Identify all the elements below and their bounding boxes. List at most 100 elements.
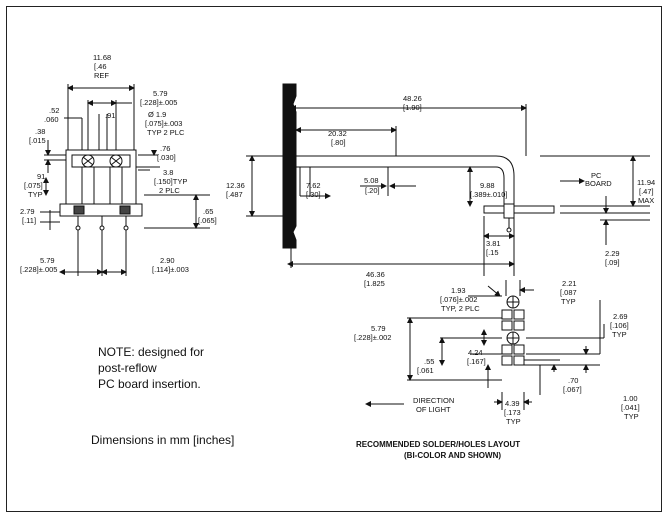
- dim-579-in: [.228]±.002: [354, 333, 391, 342]
- dim-2032-mm: 20.32: [328, 129, 347, 138]
- pad-7: [501, 355, 513, 366]
- dim-1236-mm: 12.36: [226, 181, 245, 190]
- dim-100-mm: 1.00: [623, 394, 638, 403]
- dim-length-in: [1.90]: [403, 103, 422, 112]
- sheet-border: [6, 6, 662, 512]
- dim-424-in: [.167]: [467, 357, 486, 366]
- note-line-1: NOTE: designed for: [98, 345, 205, 359]
- pad-4: [513, 320, 525, 331]
- dim-bottom-579-in: [.228]±.005: [20, 265, 57, 274]
- dim-pc-board-2: BOARD: [585, 179, 612, 188]
- dim-762-mm: 7.62: [306, 181, 321, 190]
- note-line-2: post-reflow: [98, 361, 157, 375]
- front-body: [65, 149, 137, 205]
- side-housing: [282, 83, 297, 249]
- dim-overall-width-in: [.46: [94, 62, 107, 71]
- dim-bottom-290-in: [.114]±.003: [152, 265, 189, 274]
- dim-221-typ: TYP: [561, 297, 576, 306]
- dim-100-in: [.041]: [621, 403, 640, 412]
- dim-pitch-in: [.228]±.005: [140, 98, 177, 107]
- led-left: [81, 154, 95, 168]
- dim-221-mm: 2.21: [562, 279, 577, 288]
- dim-overall-width-mm: 11.68: [93, 53, 111, 62]
- dim-left-38-in: [.015: [29, 136, 46, 145]
- dim-221-in: [.087: [560, 288, 577, 297]
- dim-left-91-mm: 91: [37, 172, 45, 181]
- dim-988-mm: 9.88: [480, 181, 495, 190]
- dim-h38-in: [.150]TYP: [154, 177, 187, 186]
- dim-pitch-mm: 5.79: [153, 89, 168, 98]
- dim-193-typ: TYP, 2 PLC: [441, 304, 480, 313]
- dim-439-mm: 4.39: [505, 399, 520, 408]
- dim-269-typ: TYP: [612, 330, 627, 339]
- dim-229-mm: 2.29: [605, 249, 620, 258]
- dim-left-91-in: [.075]: [24, 181, 43, 190]
- dim-left-279-mm: 2.79: [20, 207, 35, 216]
- dim-193-in: [.076]±.002: [440, 295, 477, 304]
- front-lens-band: [71, 154, 131, 168]
- dim-269-mm: 2.69: [613, 312, 628, 321]
- front-base: [59, 203, 143, 217]
- direction-label-1: DIRECTION: [413, 396, 454, 405]
- dim-4636-in: [1.825: [364, 279, 385, 288]
- dim-right-76-mm: .76: [160, 144, 170, 153]
- dim-left-91-typ: TYP: [28, 190, 43, 199]
- dim-h38-mm: 3.8: [163, 168, 173, 177]
- dim-left-279-in: [.11]: [22, 216, 36, 225]
- dim-424-mm: 4.24: [468, 348, 483, 357]
- side-view: [246, 83, 650, 276]
- dim-1236-in: [.487: [226, 190, 243, 199]
- dim-55-in: [.061: [417, 366, 434, 375]
- pad-1: [501, 309, 513, 320]
- dim-bottom-579-mm: 5.79: [40, 256, 55, 265]
- pad-2: [513, 309, 525, 320]
- dim-length-mm: 48.26: [403, 94, 422, 103]
- dim-right-76-in: [.030]: [157, 153, 176, 162]
- dim-508-in: [.20]: [365, 186, 380, 195]
- dim-offset-mm: .52: [49, 106, 59, 115]
- note-block: NOTE: designed for post-reflow PC board …: [98, 344, 204, 392]
- dim-4636-mm: 46.36: [366, 270, 385, 279]
- pc-board: [483, 205, 555, 214]
- dim-229-in: [.09]: [605, 258, 620, 267]
- dim-h38-plc: 2 PLC: [159, 186, 180, 195]
- dim-1194-max: MAX: [638, 196, 654, 205]
- dim-pc-board-1: PC: [591, 171, 602, 180]
- pad-5: [501, 344, 513, 355]
- dim-pin-typ: TYP 2 PLC: [147, 128, 185, 137]
- dim-381-mm: 3.81: [486, 239, 501, 248]
- dim-overall-width-tag: REF: [94, 71, 109, 80]
- note-line-3: PC board insertion.: [98, 377, 201, 391]
- layout-caption-1: RECOMMENDED SOLDER/HOLES LAYOUT: [356, 440, 520, 449]
- dim-1194-in: [.47]: [639, 187, 654, 196]
- dim-988-in: [.389±.010]: [470, 190, 507, 199]
- dim-bottom-290-mm: 2.90: [160, 256, 175, 265]
- pad-6: [513, 344, 525, 355]
- direction-label-2: OF LIGHT: [416, 405, 451, 414]
- dim-508-mm: 5.08: [364, 176, 379, 185]
- dim-762-in: [.30]: [306, 190, 321, 199]
- dim-439-typ: TYP: [506, 417, 521, 426]
- dim-439-in: [.173: [504, 408, 521, 417]
- front-view: [40, 84, 210, 276]
- dim-left-38-mm: .38: [35, 127, 45, 136]
- layout-caption-2: (BI-COLOR AND SHOWN): [404, 451, 501, 460]
- pad-8: [513, 355, 525, 366]
- dim-193-mm: 1.93: [451, 286, 466, 295]
- dim-1194-mm: 11.94: [637, 178, 655, 187]
- led-right: [109, 154, 123, 168]
- dim-579-mm: 5.79: [371, 324, 386, 333]
- dim-100-typ: TYP: [624, 412, 639, 421]
- dim-pin-dia: Ø 1.9: [148, 110, 166, 119]
- dim-2032-in: [.80]: [331, 138, 346, 147]
- layout-view: [365, 280, 605, 410]
- pad-3: [501, 320, 513, 331]
- dim-70-mm: .70: [568, 376, 578, 385]
- dim-right-65-in: [.065]: [198, 216, 217, 225]
- dim-pin-tol: [.075]±.003: [145, 119, 182, 128]
- units-note: Dimensions in mm [inches]: [91, 433, 235, 447]
- dim-269-in: [.106]: [610, 321, 629, 330]
- dim-right-65-mm: .65: [203, 207, 213, 216]
